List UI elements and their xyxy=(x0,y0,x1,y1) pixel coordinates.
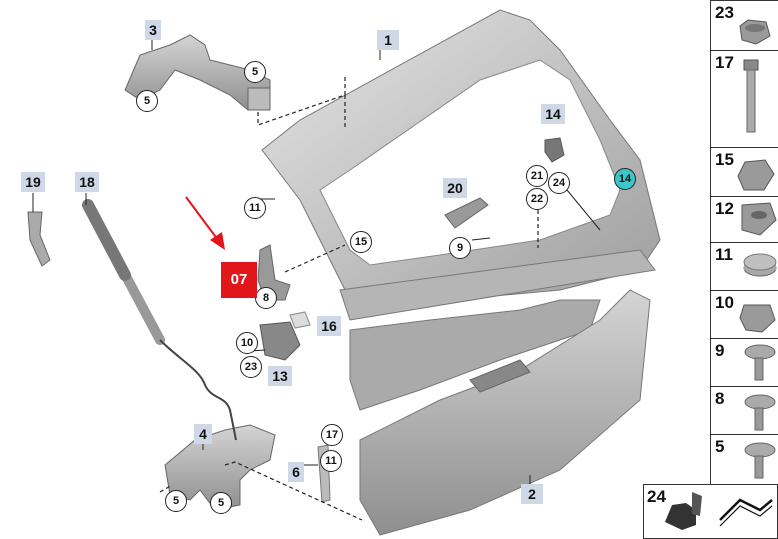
latch-bracket xyxy=(257,244,291,301)
callout-part-14[interactable]: 14 xyxy=(541,104,565,124)
legend-number: 8 xyxy=(715,389,725,408)
handle-20 xyxy=(444,197,489,229)
callout-circle-14-highlight[interactable]: 14 xyxy=(614,168,636,190)
legend-number: 17 xyxy=(715,53,734,72)
legend-number: 15 xyxy=(715,150,734,169)
callout-circle-15[interactable]: 15 xyxy=(350,231,372,253)
callout-circle-10[interactable]: 10 xyxy=(236,332,258,354)
legend-number: 23 xyxy=(715,3,734,22)
legend-number: 9 xyxy=(715,341,725,360)
callout-circle-21[interactable]: 21 xyxy=(526,165,548,187)
callout-part-2[interactable]: 2 xyxy=(521,484,543,504)
legend-item-23[interactable]: 23 xyxy=(710,0,778,50)
callout-circle-24[interactable]: 24 xyxy=(548,172,570,194)
legend-number: 11 xyxy=(715,245,733,264)
callout-part-19[interactable]: 19 xyxy=(21,172,45,192)
callout-part-1[interactable]: 1 xyxy=(377,30,399,50)
legend-item-24[interactable]: 24 xyxy=(643,484,778,539)
callout-circle-5[interactable]: 5 xyxy=(136,90,158,112)
callout-circle-5[interactable]: 5 xyxy=(165,490,187,512)
lower-hinge xyxy=(164,424,276,511)
bracket-13 xyxy=(259,321,301,361)
callout-part-18[interactable]: 18 xyxy=(75,172,99,192)
callout-circle-11[interactable]: 11 xyxy=(320,450,342,472)
legend-number: 24 xyxy=(647,487,666,506)
legend-item-10[interactable]: 10 xyxy=(710,290,778,338)
callout-part-20[interactable]: 20 xyxy=(443,178,467,198)
legend-number: 12 xyxy=(715,199,734,218)
callout-circle-8[interactable]: 8 xyxy=(255,287,277,309)
legend-item-15[interactable]: 15 xyxy=(710,147,778,196)
highlighted-part-07[interactable]: 07 xyxy=(221,262,257,298)
sealing-strip-icon xyxy=(719,498,773,527)
red-arrow xyxy=(185,196,225,250)
callout-circle-9[interactable]: 9 xyxy=(449,237,471,259)
clip-24-icon xyxy=(665,492,702,530)
callout-part-3[interactable]: 3 xyxy=(145,20,161,40)
bumper-14 xyxy=(544,137,565,163)
callout-part-4[interactable]: 4 xyxy=(194,424,212,444)
legend-item-17[interactable]: 17 xyxy=(710,50,778,147)
callout-circle-22[interactable]: 22 xyxy=(526,188,548,210)
leader-lines xyxy=(159,75,539,521)
bracket-19 xyxy=(27,211,51,267)
legend-number: 5 xyxy=(715,437,725,456)
legend-item-9[interactable]: 9 xyxy=(710,338,778,386)
callout-circle-5[interactable]: 5 xyxy=(210,492,232,514)
callout-part-6[interactable]: 6 xyxy=(288,462,304,482)
callout-circle-17[interactable]: 17 xyxy=(321,424,343,446)
legend-item-5[interactable]: 5 xyxy=(710,434,778,484)
callout-circle-23[interactable]: 23 xyxy=(240,356,262,378)
clip-16 xyxy=(289,311,311,329)
legend-item-12[interactable]: 12 xyxy=(710,196,778,242)
tailgate-frame xyxy=(261,9,661,321)
gas-strut xyxy=(82,199,237,441)
upper-hinge xyxy=(124,34,271,111)
legend-number: 10 xyxy=(715,293,734,312)
callout-circle-5[interactable]: 5 xyxy=(244,61,266,83)
legend-icons xyxy=(737,19,777,479)
callout-part-13[interactable]: 13 xyxy=(268,366,292,386)
callout-circle-11[interactable]: 11 xyxy=(244,197,266,219)
callout-part-16[interactable]: 16 xyxy=(317,316,341,336)
legend-item-11[interactable]: 11 xyxy=(710,242,778,290)
legend-item-8[interactable]: 8 xyxy=(710,386,778,434)
